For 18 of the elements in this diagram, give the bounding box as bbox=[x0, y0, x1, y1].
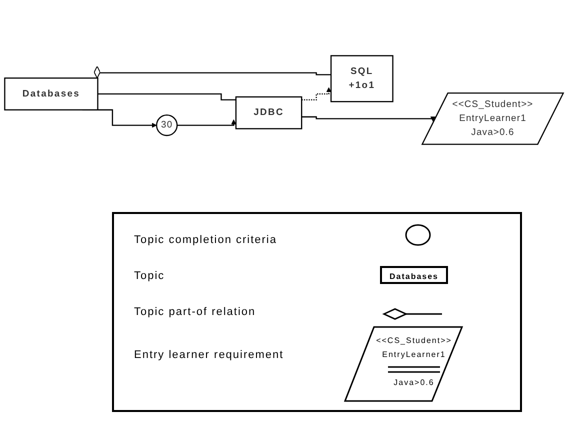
arrow bbox=[302, 87, 332, 100]
connector bbox=[94, 66, 332, 79]
node-box bbox=[330, 55, 394, 102]
requirement-text: EntryLearner1 bbox=[381, 350, 447, 359]
node-circle bbox=[156, 114, 178, 136]
connector bbox=[97, 90, 236, 100]
node-box bbox=[4, 77, 98, 110]
topic-sample-box: Databases bbox=[380, 266, 448, 284]
requirement-text: <<CS_Student>> bbox=[375, 336, 453, 345]
diagram: Databases 30 SQL +1o1 JDBC <<CS_Student>> EntryLearner1 Java>0.6 bbox=[0, 51, 568, 149]
arrow bbox=[302, 116, 436, 122]
legend-text: Topic part-of relation bbox=[134, 306, 256, 318]
requirement-text: Java>0.6 bbox=[392, 378, 436, 387]
legend-text: Topic completion criteria bbox=[134, 234, 277, 246]
node-box bbox=[235, 96, 302, 130]
legend-text: Entry learner requirement bbox=[134, 349, 284, 361]
legend-text: Topic bbox=[134, 270, 165, 282]
arrow bbox=[177, 119, 236, 126]
